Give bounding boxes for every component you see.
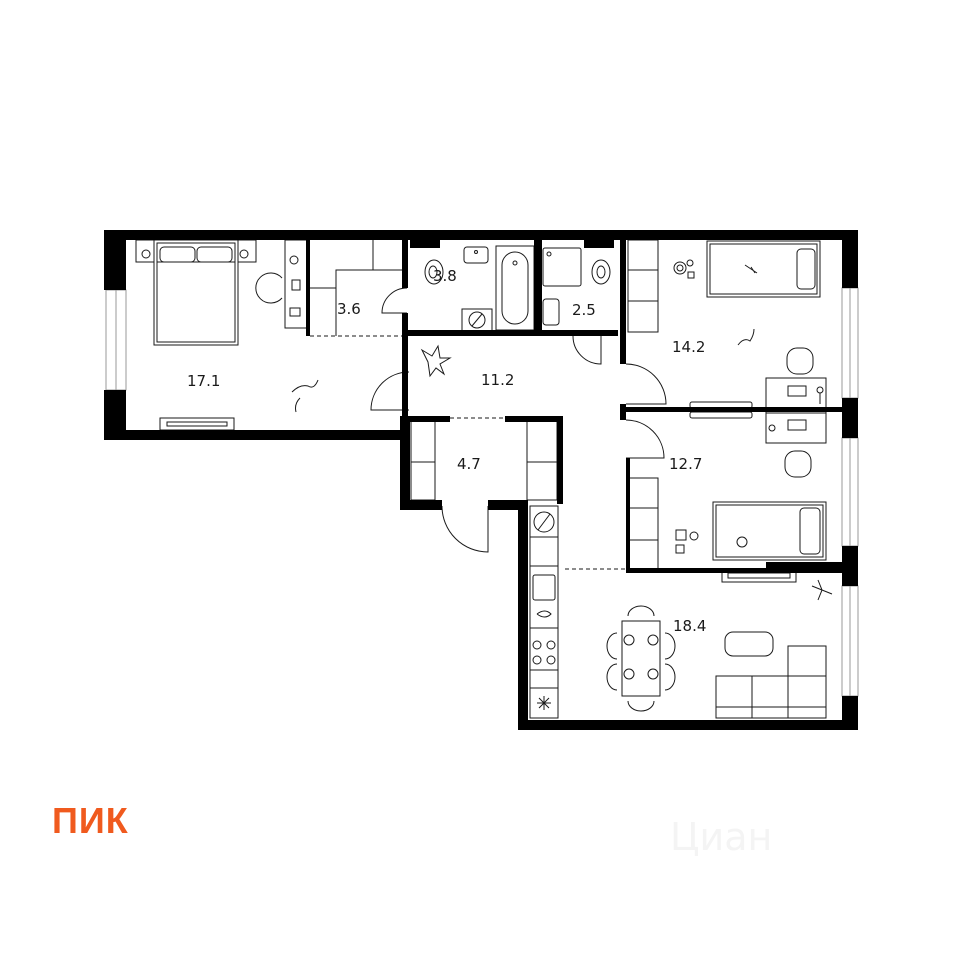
bathtub-icon: [495, 245, 535, 331]
watermark: Циан: [670, 815, 773, 859]
dining-table-icon: [606, 605, 676, 712]
brand-logo: ПИК: [52, 800, 129, 841]
toilet-bowl-icon: [591, 259, 611, 285]
tv-stand-icon: [159, 417, 235, 431]
entrance-cabinet-right: [526, 419, 558, 501]
chair-icon: [786, 347, 814, 375]
toilet-icon: [424, 259, 444, 285]
room-area-bedroom-master: 17.1: [187, 372, 221, 390]
walls: [104, 230, 858, 730]
washing-machine-icon: [461, 308, 493, 332]
windows: [105, 287, 859, 697]
shower-tray-icon: [542, 247, 582, 287]
room-area-toilet: 2.5: [572, 301, 596, 319]
double-bed-icon: [153, 239, 239, 346]
room-area-bathroom: 3.8: [433, 267, 457, 285]
wardrobe-kids-2: [627, 477, 659, 571]
sink-icon: [463, 246, 489, 264]
room-area-kitchen-living: 18.4: [673, 617, 707, 635]
wardrobe-shelves: [310, 240, 405, 337]
room-area-wardrobe: 3.6: [337, 300, 361, 318]
toys-icon: [673, 259, 758, 346]
desk-icon: [255, 239, 309, 329]
single-bed-icon: [706, 240, 821, 298]
desk-kids-2-icon: [765, 412, 827, 444]
sofa-icon: [715, 645, 827, 719]
door-arcs: [370, 287, 667, 553]
entrance-cabinet-left: [410, 419, 436, 501]
wardrobe-kids-1: [627, 239, 659, 333]
kitchen-counter: [529, 505, 559, 719]
cat-toy-icon: [291, 379, 319, 413]
room-area-hallway: 11.2: [481, 371, 515, 389]
plant-living-icon: [811, 579, 833, 601]
plant-icon: [420, 344, 452, 378]
blocks-icon: [675, 529, 699, 554]
room-area-bedroom-kids-2: 12.7: [669, 455, 703, 473]
room-area-bedroom-kids-1: 14.2: [672, 338, 706, 356]
single-bed-2-icon: [712, 501, 827, 561]
chair-kids-2-icon: [784, 450, 812, 478]
basin-icon: [542, 298, 560, 326]
coffee-table-icon: [724, 631, 774, 657]
room-area-entrance-hall: 4.7: [457, 455, 481, 473]
